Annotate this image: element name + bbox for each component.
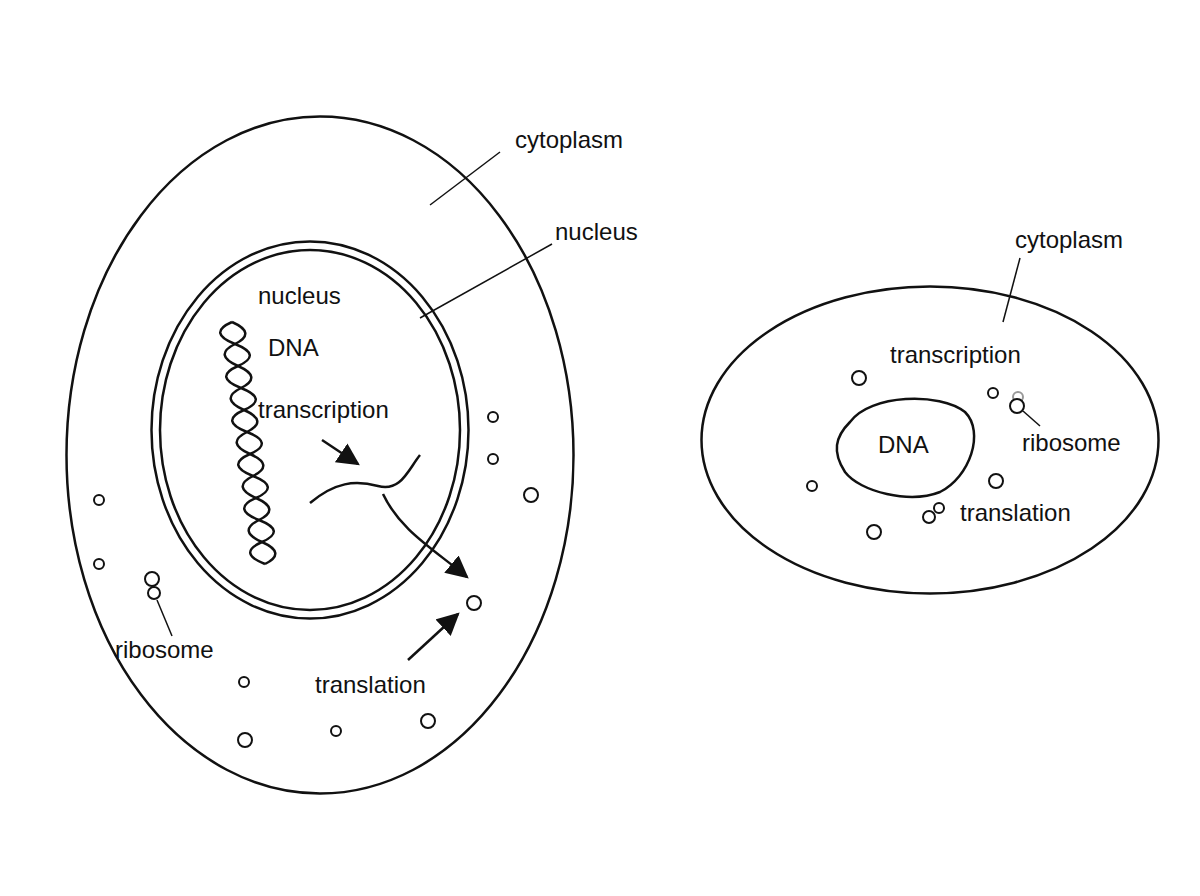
part-label: cytoplasm: [515, 126, 623, 154]
nuclear-membrane-outer: [152, 242, 469, 619]
ribosome-dot: [923, 511, 935, 523]
ribosome-dot: [1010, 399, 1024, 413]
ribosome-dot: [524, 488, 538, 502]
leader-line: [1023, 411, 1040, 426]
dna-strand: [220, 322, 274, 564]
ribosome-dot: [867, 525, 881, 539]
ribosome-group: [94, 371, 1024, 747]
dna-strand: [225, 322, 276, 564]
ribosome-dot: [421, 714, 435, 728]
ribosome-dot: [94, 559, 104, 569]
part-label: nucleus: [258, 282, 341, 310]
nucleoid-region: DNA: [830, 392, 980, 500]
ribosome-dot: [1013, 392, 1023, 402]
part-label: ribosome: [1022, 429, 1121, 457]
part-label: DNA: [878, 431, 929, 459]
ribosome-dot: [145, 572, 159, 586]
part-label: transcription: [258, 396, 389, 424]
nucleoid-outline: [837, 399, 974, 497]
ribosome-dot: [148, 587, 160, 599]
part-label: translation: [315, 671, 426, 699]
ribosome-dot: [488, 454, 498, 464]
part-label: DNA: [268, 334, 319, 362]
cell-membrane: [67, 117, 574, 794]
eukaryotic-cell: cytoplasmribosometranslationnucleusnucle…: [65, 115, 575, 795]
prokaryotic-cell: cytoplasmtranscriptionribosometranslatio…: [700, 285, 1160, 595]
mrna-strand: [310, 455, 420, 503]
nuclear-membrane-inner: [160, 250, 460, 610]
ribosome-dot: [331, 726, 341, 736]
transcription-arrow: [322, 440, 358, 464]
ribosome-dot: [934, 503, 944, 513]
ribosome-dot: [488, 412, 498, 422]
ribosome-dot: [94, 495, 104, 505]
ribosome-dot: [807, 481, 817, 491]
ribosome-dot: [989, 474, 1003, 488]
cell-membrane: [702, 287, 1159, 594]
part-label: ribosome: [115, 636, 214, 664]
ribosome-dot: [852, 371, 866, 385]
translation-arrow: [408, 614, 458, 660]
part-label: cytoplasm: [1015, 226, 1123, 254]
leader-line: [420, 244, 552, 318]
ribosome-dot: [988, 388, 998, 398]
leader-line: [157, 600, 172, 636]
ribosome-dot: [239, 677, 249, 687]
ribosome-dot: [238, 733, 252, 747]
part-label: nucleus: [555, 218, 638, 246]
nucleus-envelope: nucleusnucleusDNAtranscription: [150, 240, 470, 620]
ribosome-dot: [467, 596, 481, 610]
part-label: translation: [960, 499, 1071, 527]
part-label: transcription: [890, 341, 1021, 369]
leader-line: [1003, 258, 1020, 322]
